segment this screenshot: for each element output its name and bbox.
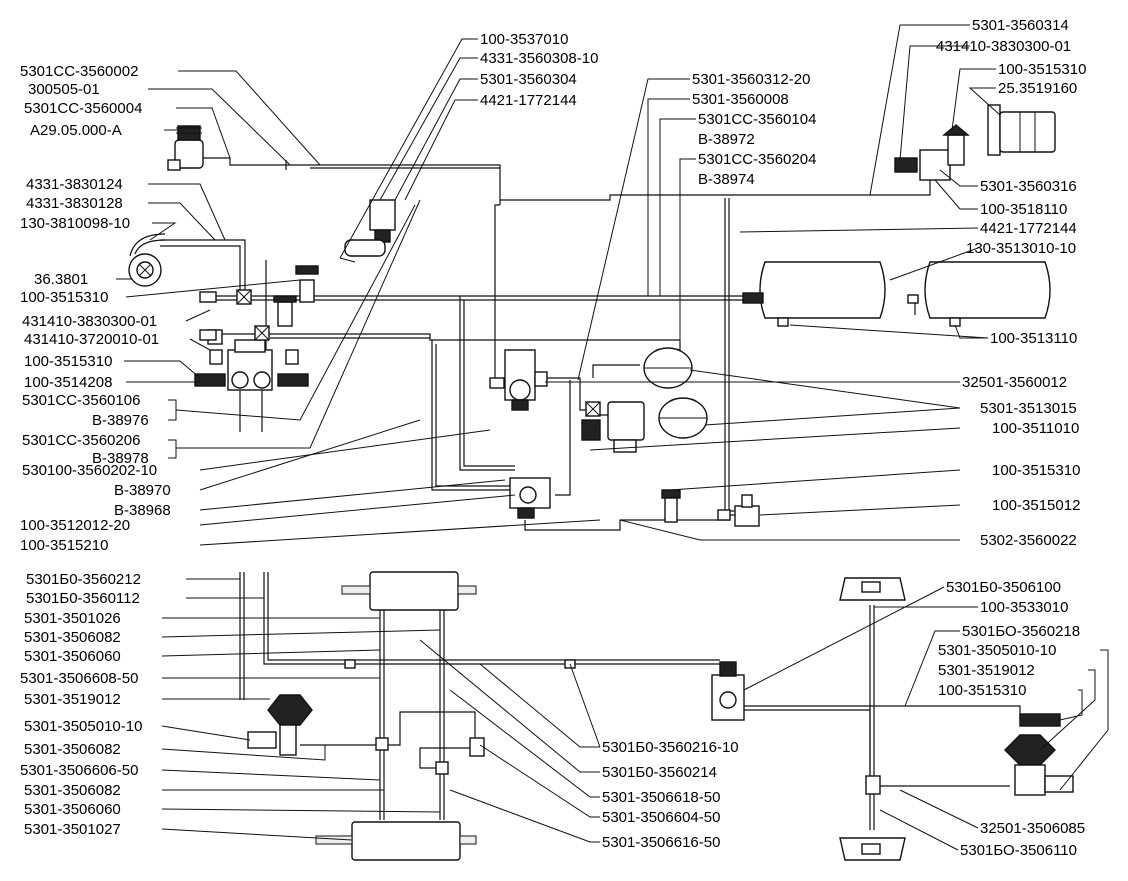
pressure-regulator-cluster — [194, 329, 309, 391]
label-5301-3506082-a: 5301-3506082 — [24, 629, 121, 646]
generator — [128, 233, 166, 287]
dryer-filter — [581, 401, 645, 453]
part-number-labels: 100-3537010 4331-3560308-10 5301-3560304… — [20, 17, 1086, 859]
label-A29.05.000-A: A29.05.000-A — [30, 122, 122, 139]
label-36.3801: 36.3801 — [34, 271, 88, 288]
label-32501-3560012: 32501-3560012 — [962, 374, 1067, 391]
label-5301B0-3560216-10: 5301Б0-3560216-10 — [602, 739, 739, 756]
label-5301CC-3560004: 5301CC-3560004 — [24, 100, 142, 117]
label-25.3519160: 25.3519160 — [998, 80, 1077, 97]
label-5301-3501027: 5301-3501027 — [24, 821, 121, 838]
brake-chamber-bottom — [315, 821, 477, 861]
label-5301-3501026: 5301-3501026 — [24, 610, 121, 627]
label-100-3511010: 100-3511010 — [992, 420, 1079, 437]
label-5301-3506606-50: 5301-3506606-50 — [20, 762, 138, 779]
axle-chambers-right — [839, 577, 906, 861]
label-4421-1772144: 4421-1772144 — [480, 92, 577, 109]
label-431410-3830300-01-b: 431410-3830300-01 — [936, 38, 1071, 55]
label-5301-3519012-a: 5301-3519012 — [24, 691, 121, 708]
label-5301-3560008: 5301-3560008 — [692, 91, 789, 108]
label-5301B0-3560112: 5301Б0-3560112 — [26, 590, 140, 607]
label-5301B0-3560212: 5301Б0-3560212 — [26, 571, 141, 588]
label-5301-3506082-b: 5301-3506082 — [24, 741, 121, 758]
label-32501-3506085: 32501-3506085 — [980, 820, 1085, 837]
label-5301-3560312-20: 5301-3560312-20 — [692, 71, 810, 88]
compressor — [167, 125, 204, 171]
label-B-38972: B-38972 — [698, 131, 755, 148]
label-130-3513010-10: 130-3513010-10 — [966, 240, 1076, 257]
label-5301CC-3560206: 5301CC-3560206 — [22, 432, 140, 449]
label-5301-3506060-b: 5301-3506060 — [24, 801, 121, 818]
label-100-3515310-a: 100-3515310 — [20, 289, 108, 306]
label-530100-3560202-10: 530100-3560202-10 — [22, 462, 157, 479]
label-5301-3506616-50: 5301-3506616-50 — [602, 834, 720, 851]
label-130-3810098-10: 130-3810098-10 — [20, 215, 130, 232]
spring-brake-right — [1004, 713, 1074, 796]
trailer-valves-right — [661, 489, 760, 527]
label-5301-3513015: 5301-3513015 — [980, 400, 1077, 417]
label-B-38970: B-38970 — [114, 482, 171, 499]
label-4421-1772144-b: 4421-1772144 — [980, 220, 1077, 237]
label-5301-3506060-a: 5301-3506060 — [24, 648, 121, 665]
lower-valve — [509, 477, 551, 519]
label-100-3518110: 100-3518110 — [980, 201, 1067, 218]
label-5301CC-3560106: 5301CC-3560106 — [22, 392, 140, 409]
label-5301-3560314: 5301-3560314 — [972, 17, 1069, 34]
label-5301BO-3506110: 5301БО-3506110 — [960, 842, 1077, 859]
label-100-3512012-20: 100-3512012-20 — [20, 517, 130, 534]
pipelines-upper — [160, 157, 931, 531]
label-B-38976: B-38976 — [92, 412, 149, 429]
label-100-3515310-d: 100-3515310 — [992, 462, 1080, 479]
receivers-small — [643, 347, 708, 439]
label-300505-01: 300505-01 — [28, 81, 100, 98]
label-100-3515012: 100-3515012 — [992, 497, 1080, 514]
label-100-3513110: 100-3513110 — [990, 330, 1077, 347]
valve-blocks-left — [199, 265, 319, 341]
label-100-3533010: 100-3533010 — [980, 599, 1068, 616]
label-5301CC-3560104: 5301CC-3560104 — [698, 111, 816, 128]
brake-chamber-top — [341, 571, 477, 611]
protection-valve — [489, 349, 548, 411]
label-5302-3560022: 5302-3560022 — [980, 532, 1077, 549]
label-5301-3505010-10-b: 5301-3505010-10 — [938, 642, 1056, 659]
label-100-3515210: 100-3515210 — [20, 537, 108, 554]
label-5301-3506604-50: 5301-3506604-50 — [602, 809, 720, 826]
label-5301CC-3560002: 5301CC-3560002 — [20, 63, 138, 80]
label-5301B0-3506100: 5301Б0-3506100 — [946, 579, 1061, 596]
label-5301-3506082-c: 5301-3506082 — [24, 782, 121, 799]
label-B-38974: B-38974 — [698, 171, 755, 188]
label-B-38978: B-38978 — [92, 450, 149, 467]
label-100-3515310-b: 100-3515310 — [24, 353, 112, 370]
trailer-coupling-top — [894, 104, 1056, 181]
label-100-3514208: 100-3514208 — [24, 374, 112, 391]
brake-valve-cab — [339, 199, 396, 263]
label-5301CC-3560204: 5301CC-3560204 — [698, 151, 816, 168]
leader-lines — [116, 24, 1109, 851]
label-4331-3830124: 4331-3830124 — [26, 176, 123, 193]
label-5301BO-3560218: 5301БО-3560218 — [962, 623, 1080, 640]
label-4331-3560308-10: 4331-3560308-10 — [480, 50, 598, 67]
label-431410-3830300-01-a: 431410-3830300-01 — [22, 313, 157, 330]
label-5301-3506608-50: 5301-3506608-50 — [20, 670, 138, 687]
label-100-3537010: 100-3537010 — [480, 31, 568, 48]
label-100-3515310-e: 100-3515310 — [938, 682, 1026, 699]
label-5301-3519012-b: 5301-3519012 — [938, 662, 1035, 679]
label-5301-3560304: 5301-3560304 — [480, 71, 577, 88]
label-B-38968: B-38968 — [114, 502, 171, 519]
label-4331-3830128: 4331-3830128 — [26, 195, 123, 212]
trailer-brake-valve — [711, 661, 745, 721]
label-5301-3560316: 5301-3560316 — [980, 178, 1077, 195]
label-100-3515310-c: 100-3515310 — [998, 61, 1086, 78]
label-431410-3720010-01: 431410-3720010-01 — [24, 331, 159, 348]
label-5301-3506618-50: 5301-3506618-50 — [602, 789, 720, 806]
air-receivers-main — [742, 261, 1051, 327]
spring-brake-left — [247, 694, 313, 756]
label-5301B0-3560214: 5301Б0-3560214 — [602, 764, 717, 781]
label-5301-3505010-10-a: 5301-3505010-10 — [24, 718, 142, 735]
